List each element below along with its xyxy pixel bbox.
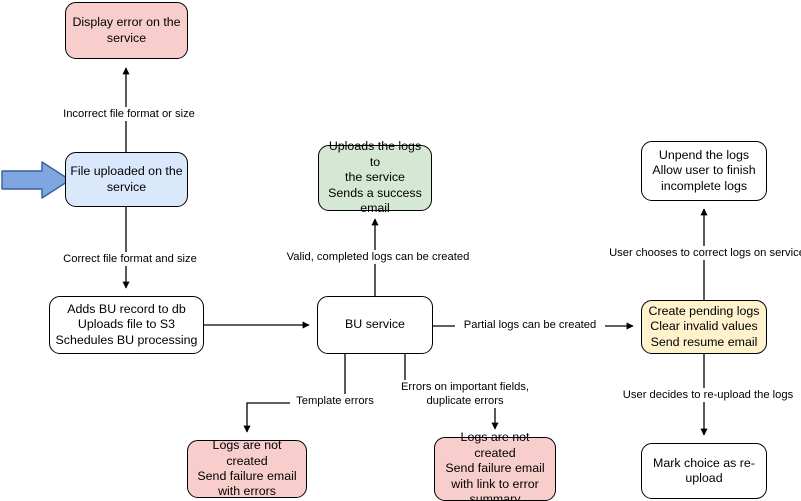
node-display-error-label: Display error on the service	[72, 15, 181, 45]
node-logs-not-created-summary-label: Logs are not created Send failure email …	[445, 430, 545, 501]
node-logs-not-created-summary[interactable]: Logs are not created Send failure email …	[434, 430, 556, 501]
edge-bu-service-to-logs-not-created-errors	[243, 354, 346, 433]
node-mark-choice-reupload[interactable]: Mark choice as re- upload	[641, 443, 767, 499]
node-display-error[interactable]: Display error on the service	[65, 2, 188, 59]
node-bu-service[interactable]: BU service	[317, 296, 433, 354]
node-unpend-logs-label: Unpend the logs Allow user to finish inc…	[652, 147, 756, 193]
edge-label-correct-file-format: Correct file format and size	[54, 252, 206, 266]
edge-label-partial-logs: Partial logs can be created	[455, 318, 605, 332]
node-uploads-logs[interactable]: Uploads the logs to the service Sends a …	[318, 139, 432, 215]
edge-label-user-chooses-correct: User chooses to correct logs on service	[603, 246, 801, 260]
edge-label-errors-important-fields: Errors on important fields, duplicate er…	[390, 380, 540, 408]
node-file-uploaded-label: File uploaded on the service	[70, 164, 183, 194]
node-logs-not-created-errors[interactable]: Logs are not created Send failure email …	[187, 438, 307, 499]
edge-label-user-decides-reupload: User decides to re-upload the logs	[614, 388, 801, 402]
node-create-pending-logs[interactable]: Create pending logs Clear invalid values…	[641, 300, 767, 354]
node-adds-bu-record[interactable]: Adds BU record to db Uploads file to S3 …	[49, 296, 204, 354]
edge-label-incorrect-file-format: Incorrect file format or size	[53, 107, 205, 121]
node-logs-not-created-errors-label: Logs are not created Send failure email …	[197, 438, 297, 499]
node-bu-service-label: BU service	[345, 317, 405, 332]
node-unpend-logs[interactable]: Unpend the logs Allow user to finish inc…	[641, 141, 767, 201]
node-create-pending-logs-label: Create pending logs Clear invalid values…	[648, 303, 760, 349]
node-adds-bu-record-label: Adds BU record to db Uploads file to S3 …	[55, 301, 198, 347]
node-file-uploaded[interactable]: File uploaded on the service	[65, 152, 188, 207]
node-uploads-logs-label: Uploads the logs to the service Sends a …	[328, 139, 422, 216]
edge-label-template-errors: Template errors	[290, 394, 380, 408]
edge-label-valid-completed-logs: Valid, completed logs can be created	[278, 250, 478, 264]
node-mark-choice-reupload-label: Mark choice as re- upload	[653, 455, 755, 485]
entry-arrow-icon	[1, 161, 71, 199]
